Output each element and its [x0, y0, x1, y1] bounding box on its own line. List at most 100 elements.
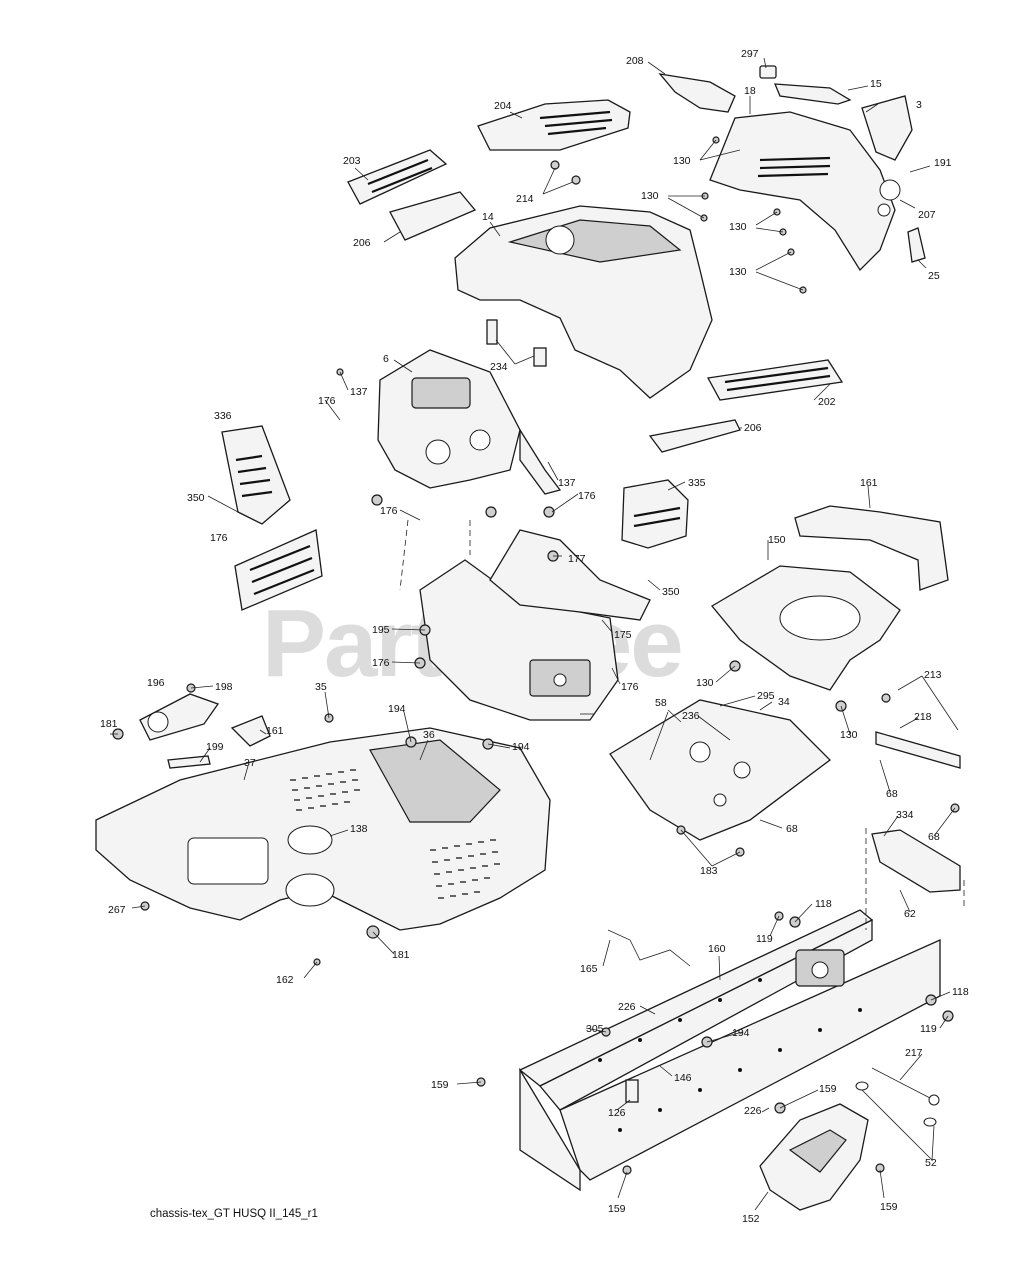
part-label: 14: [482, 211, 494, 223]
part-335-drawing: [621, 479, 689, 549]
part-label: 68: [886, 788, 898, 800]
part-label: 336: [214, 410, 232, 422]
part-label: 34: [778, 696, 790, 708]
part-label: 206: [353, 237, 371, 249]
part-label: 146: [674, 1072, 692, 1084]
part-label: 181: [392, 949, 410, 961]
part-label: 177: [568, 553, 586, 565]
part-label: 130: [840, 729, 858, 741]
part-label: 159: [819, 1083, 837, 1095]
part-label: 176: [372, 657, 390, 669]
part-label: 119: [756, 933, 773, 945]
part-label: 159: [431, 1079, 449, 1091]
part-205-drawing: [389, 191, 477, 241]
part-label: 119: [920, 1023, 937, 1035]
part-label: 130: [729, 266, 747, 278]
part-199-drawing: [167, 755, 211, 769]
part-label: 204: [494, 100, 512, 112]
part-label: 130: [673, 155, 691, 167]
part-label: 195: [372, 624, 390, 636]
part-label: 68: [786, 823, 798, 835]
part-label: 297: [741, 48, 759, 60]
part-label: 165: [580, 963, 598, 975]
part-label: 150: [768, 534, 786, 546]
part-label: 236: [682, 710, 700, 722]
part-334-drawing: [871, 829, 961, 893]
part-label: 213: [924, 669, 942, 681]
part-label: 335: [688, 477, 706, 489]
part-126-drawing: [625, 1079, 639, 1103]
part-label: 198: [215, 681, 233, 693]
part-label: 52: [925, 1157, 937, 1169]
part-label: 175: [614, 629, 632, 641]
diagram-caption: chassis-tex_GT HUSQ II_145_r1: [150, 1208, 318, 1220]
part-label: 130: [729, 221, 747, 233]
part-label: 35: [315, 681, 327, 693]
part-label: 217: [905, 1047, 923, 1059]
part-218-drawing: [875, 731, 961, 769]
part-label: 202: [818, 396, 836, 408]
part-203-drawing: [347, 149, 448, 205]
part-label: 161: [860, 477, 878, 489]
part-161-drawing-lower: [230, 715, 271, 747]
part-165-drawing: [607, 929, 691, 967]
part-label: 176: [380, 505, 398, 517]
part-336-drawing: [221, 425, 291, 525]
part-206-drawing-lower: [648, 419, 741, 453]
part-label: 18: [744, 85, 756, 97]
part-label: 58: [655, 697, 667, 709]
part-label: 176: [578, 490, 596, 502]
part-234-drawing-b: [533, 347, 547, 367]
part-label: 194: [732, 1027, 750, 1039]
part-234-drawing-a: [486, 319, 498, 345]
part-label: 37: [244, 757, 256, 769]
part-labels: 297 208 15 18 3 204 130 191 203 214 130 …: [100, 48, 969, 1225]
part-label: 234: [490, 361, 508, 373]
part-label: 196: [147, 677, 165, 689]
part-297-drawing: [759, 65, 777, 79]
floor-vent-slots: [290, 769, 500, 899]
part-label: 118: [815, 898, 832, 910]
part-label: 191: [934, 157, 952, 169]
part-label: 181: [100, 718, 118, 730]
part-label: 295: [757, 690, 775, 702]
part-217-drawing: [871, 1067, 931, 1099]
part-drawings: [95, 65, 965, 1211]
part-175-drawing: [489, 529, 651, 621]
part-label: 162: [276, 974, 294, 986]
part-label: 183: [700, 865, 718, 877]
part-label: 226: [744, 1105, 762, 1117]
part-3-drawing: [861, 95, 913, 161]
part-label: 36: [423, 729, 435, 741]
part-label: 218: [914, 711, 932, 723]
part-label: 25: [928, 270, 940, 282]
part-label: 15: [870, 78, 882, 90]
part-label: 206: [744, 422, 762, 434]
part-label: 194: [512, 741, 530, 753]
part-label: 160: [708, 943, 726, 955]
part-label: 130: [696, 677, 714, 689]
part-18-drawing: [709, 111, 896, 272]
part-label: 350: [187, 492, 205, 504]
part-label: 207: [918, 209, 936, 221]
part-label: 118: [952, 986, 969, 998]
part-label: 176: [210, 532, 228, 544]
part-label: 176: [318, 395, 336, 407]
part-label: 199: [206, 741, 224, 753]
part-label: 68: [928, 831, 940, 843]
part-label: 267: [108, 904, 126, 916]
leader-lines: [110, 57, 959, 1211]
part-label: 334: [896, 809, 914, 821]
part-label: 6: [383, 353, 389, 365]
part-label: 130: [641, 190, 659, 202]
part-161-drawing-upper: [794, 505, 949, 591]
part-label: 138: [350, 823, 368, 835]
part-label: 305: [586, 1023, 604, 1035]
part-label: 350: [662, 586, 680, 598]
part-202-drawing: [706, 359, 844, 401]
part-208-drawing: [658, 73, 736, 113]
part-label: 203: [343, 155, 361, 167]
part-label: 176: [621, 681, 639, 693]
part-label: 126: [608, 1107, 626, 1119]
